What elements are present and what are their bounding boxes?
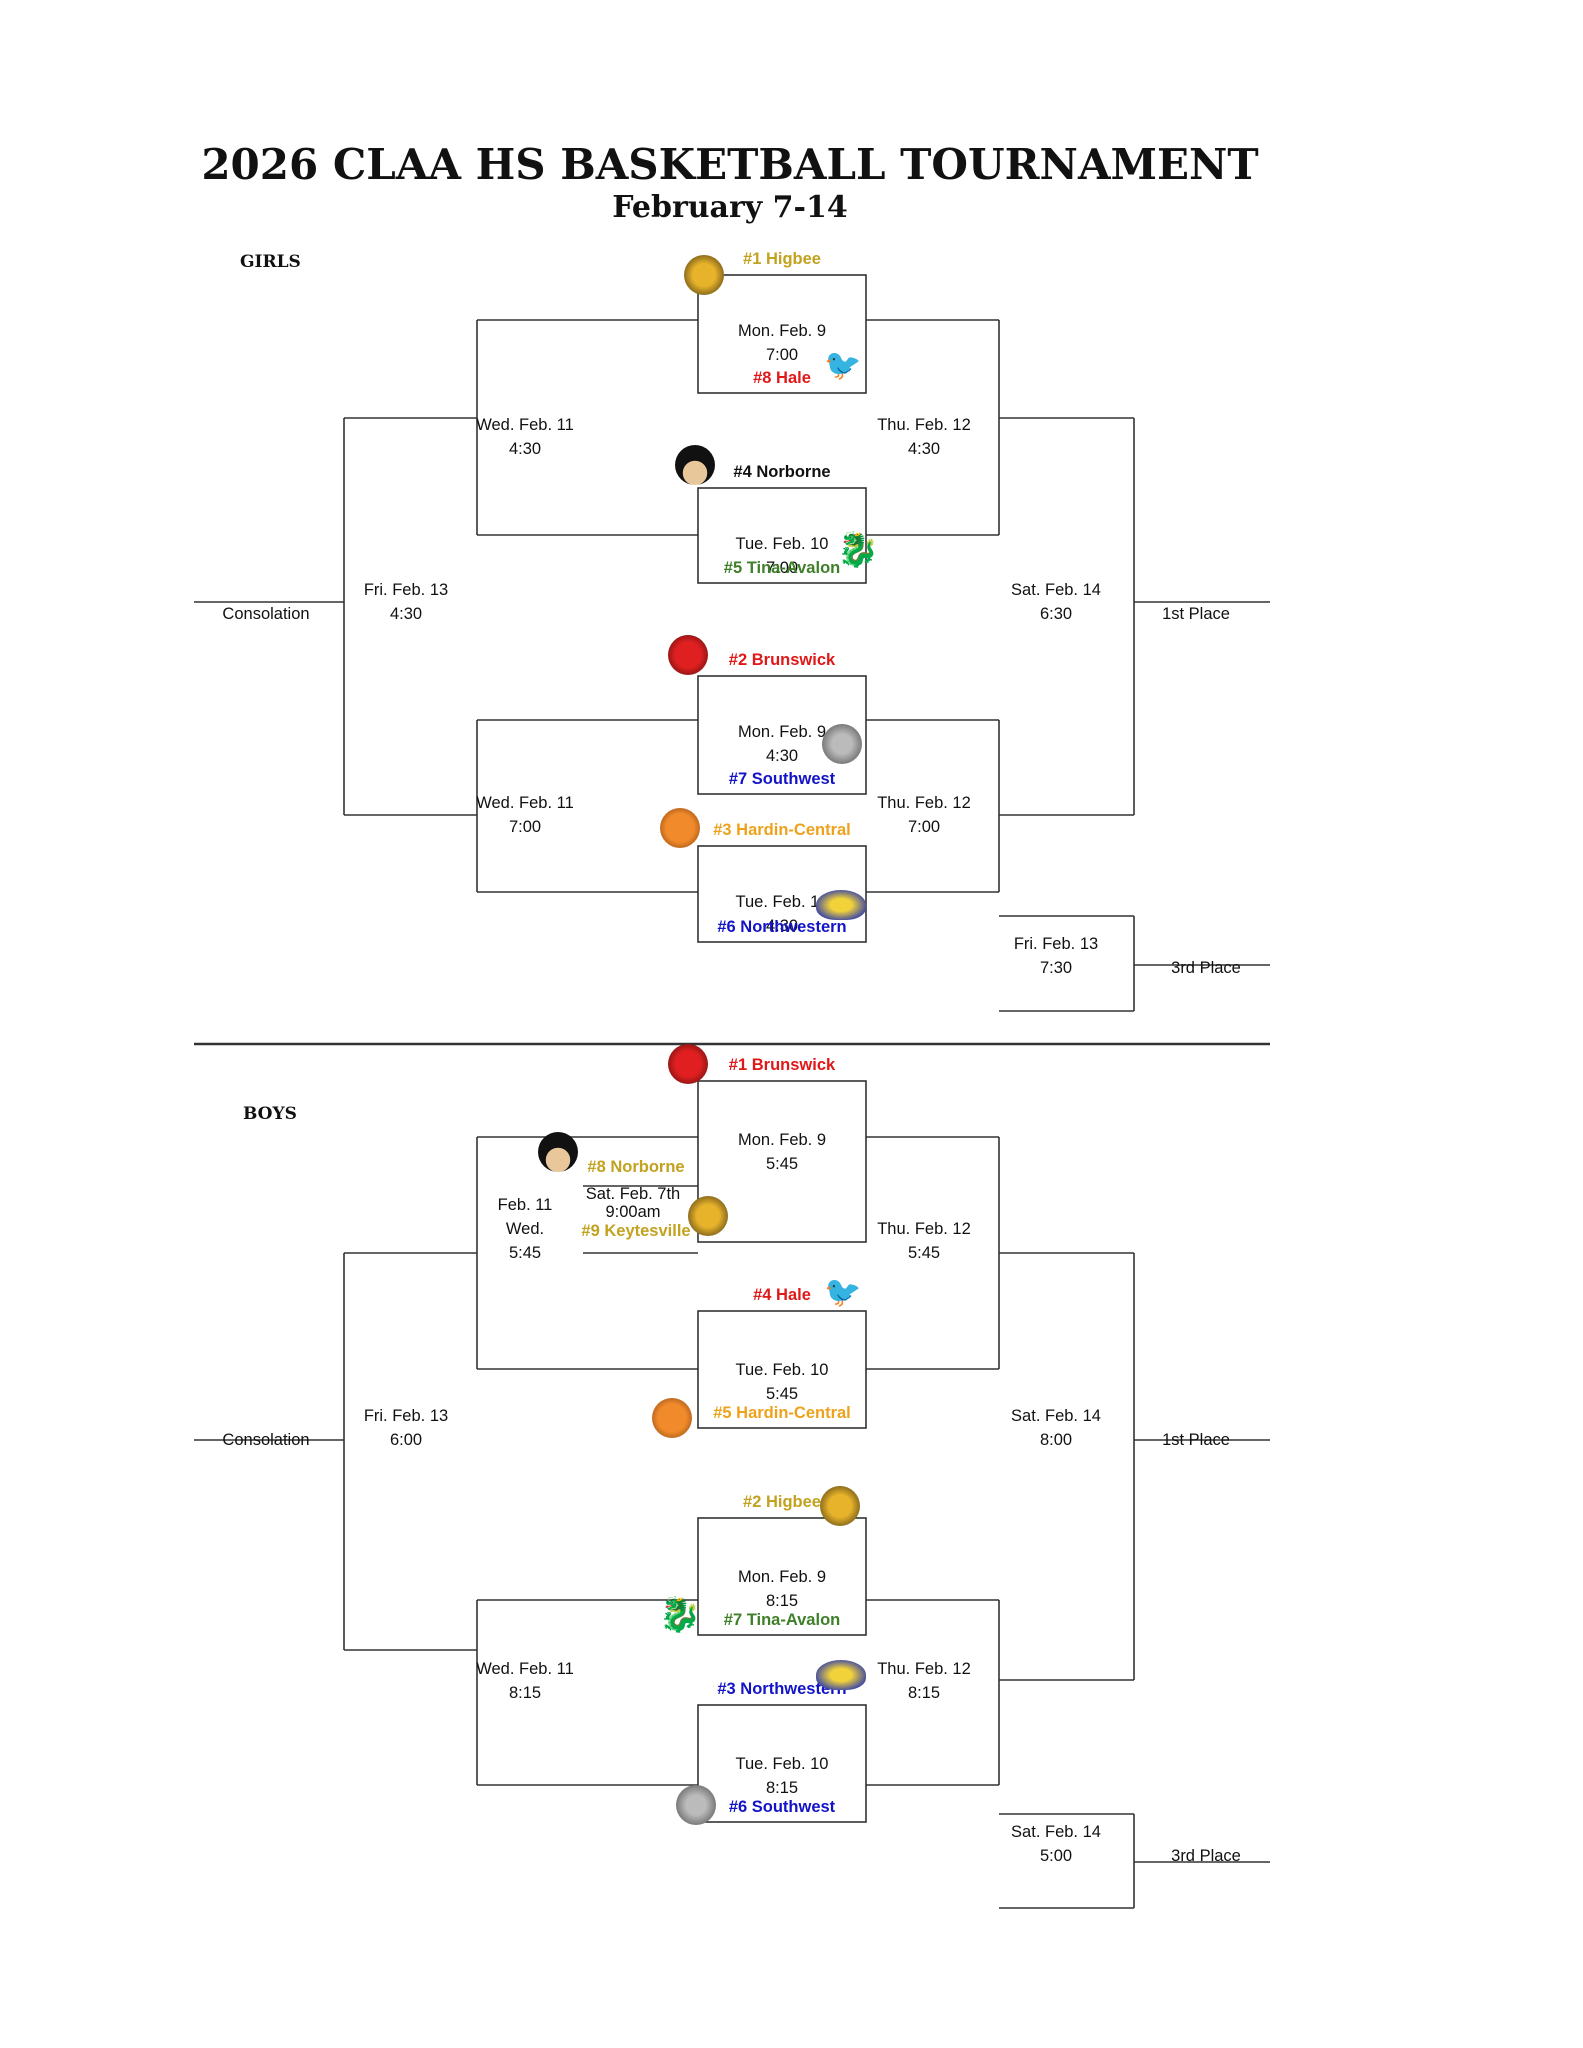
consolation-final-time: 6:00 <box>389 1431 423 1449</box>
semifinal-time: 5:45 <box>907 1244 941 1262</box>
consolation-game-time: 8:15 <box>508 1684 542 1702</box>
team-name: #1 Higbee <box>743 250 821 268</box>
semifinal-time: 8:15 <box>907 1684 941 1702</box>
girls-section-label: GIRLS <box>240 252 301 272</box>
game-date: Mon. Feb. 9 <box>737 1568 827 1586</box>
pirate-icon <box>538 1132 578 1172</box>
game-box <box>697 1517 867 1636</box>
consolation-game-date: Wed. Feb. 11 <box>476 415 574 434</box>
consolation-final-time: 4:30 <box>389 605 423 623</box>
eagle-icon <box>816 1660 866 1690</box>
eagle-icon <box>816 890 866 920</box>
panther-icon <box>676 1785 716 1825</box>
consolation-game-day: Wed. <box>505 1220 545 1238</box>
game-time: 7:00 <box>765 346 799 364</box>
team-name: #5 Tina-Avalon <box>723 559 841 577</box>
game-date: Mon. Feb. 9 <box>737 723 827 741</box>
third-place-date: Fri. Feb. 13 <box>1013 935 1099 953</box>
consolation-game-date: Wed. Feb. 11 <box>476 794 574 812</box>
page-subtitle: February 7-14 <box>612 190 848 225</box>
play-in-date: Sat. Feb. 7th <box>585 1185 681 1203</box>
dragon-icon: 🐉 <box>658 1596 702 1634</box>
third-place-time: 7:30 <box>1039 959 1073 977</box>
semifinal-date: Thu. Feb. 12 <box>877 794 971 812</box>
team-name: #5 Hardin-Central <box>713 1404 851 1422</box>
third-place-time: 5:00 <box>1039 1847 1073 1865</box>
game-time: 4:30 <box>765 917 799 935</box>
team-name: #8 Hale <box>753 369 811 387</box>
third-place-label: 3rd Place <box>1171 1847 1241 1865</box>
consolation-final-date: Fri. Feb. 13 <box>363 581 449 599</box>
tiger-icon <box>684 255 724 295</box>
game-date: Tue. Feb. 10 <box>735 1755 829 1773</box>
boys-section-label: BOYS <box>243 1104 297 1124</box>
final-time: 8:00 <box>1039 1431 1073 1449</box>
team-name: #6 Southwest <box>728 1798 836 1816</box>
bulldog-icon <box>660 808 700 848</box>
cardinal-icon: 🐦 <box>824 348 862 382</box>
game-time: 8:15 <box>765 1779 799 1797</box>
final-date: Sat. Feb. 14 <box>1011 581 1101 599</box>
tiger-icon <box>820 1486 860 1526</box>
consolation-game-date: Wed. Feb. 11 <box>476 1660 574 1678</box>
team-name: #8 Norborne <box>587 1158 685 1176</box>
consolation-label: Consolation <box>222 605 310 623</box>
team-name: #4 Norborne <box>733 463 831 481</box>
game-date: Mon. Feb. 9 <box>737 1131 827 1149</box>
first-place-label: 1st Place <box>1162 605 1230 623</box>
semifinal-time: 7:00 <box>907 818 941 836</box>
semifinal-time: 4:30 <box>907 439 941 458</box>
dragon-icon: 🐉 <box>836 531 880 569</box>
pirate-icon <box>675 445 715 485</box>
semifinal-date: Thu. Feb. 12 <box>877 1220 971 1238</box>
game-time: 7:00 <box>765 559 799 577</box>
consolation-label: Consolation <box>222 1431 310 1449</box>
team-name: #7 Southwest <box>728 770 836 788</box>
team-name: #2 Higbee <box>743 1493 821 1511</box>
game-date: Tue. Feb. 10 <box>735 535 829 553</box>
consolation-game-time: 5:45 <box>508 1244 542 1262</box>
team-name: #1 Brunswick <box>728 1056 836 1074</box>
final-time: 6:30 <box>1039 605 1073 623</box>
game-box <box>697 1080 867 1243</box>
game-box <box>697 845 867 943</box>
game-box <box>697 675 867 795</box>
game-box <box>697 1704 867 1823</box>
team-name: #4 Hale <box>753 1286 811 1304</box>
bulldog-icon <box>652 1398 692 1438</box>
first-place-label: 1st Place <box>1162 1431 1230 1449</box>
play-in-time: 9:00am <box>605 1203 661 1221</box>
page-title: 2026 CLAA HS BASKETBALL TOURNAMENT <box>201 140 1259 189</box>
game-date: Tue. Feb. 10 <box>735 893 829 911</box>
game-time: 5:45 <box>765 1385 799 1403</box>
final-date: Sat. Feb. 14 <box>1011 1407 1101 1425</box>
consolation-final-date: Fri. Feb. 13 <box>363 1407 449 1425</box>
third-place-label: 3rd Place <box>1171 959 1241 977</box>
cardinal-icon: 🐦 <box>824 1275 862 1309</box>
consolation-game-date: Feb. 11 <box>497 1196 553 1214</box>
consolation-game-time: 4:30 <box>508 439 542 458</box>
semifinal-date: Thu. Feb. 12 <box>877 415 971 434</box>
tiger-icon <box>688 1196 728 1236</box>
game-time: 5:45 <box>765 1155 799 1173</box>
wildcat-icon <box>668 635 708 675</box>
third-place-date: Sat. Feb. 14 <box>1011 1823 1101 1841</box>
team-name: #3 Northwestern <box>717 1680 847 1698</box>
game-date: Mon. Feb. 9 <box>737 322 827 340</box>
team-name: #2 Brunswick <box>728 651 836 669</box>
panther-icon <box>822 724 862 764</box>
consolation-game-time: 7:00 <box>508 818 542 836</box>
team-name: #7 Tina-Avalon <box>723 1611 841 1629</box>
game-date: Tue. Feb. 10 <box>735 1361 829 1379</box>
game-time: 8:15 <box>765 1592 799 1610</box>
team-name: #9 Keytesville <box>581 1222 691 1240</box>
team-name: #6 Northwestern <box>717 918 847 936</box>
team-name: #3 Hardin-Central <box>713 821 851 839</box>
game-box <box>697 274 867 394</box>
wildcat-icon <box>668 1044 708 1084</box>
semifinal-date: Thu. Feb. 12 <box>877 1660 971 1678</box>
game-time: 4:30 <box>765 747 799 765</box>
